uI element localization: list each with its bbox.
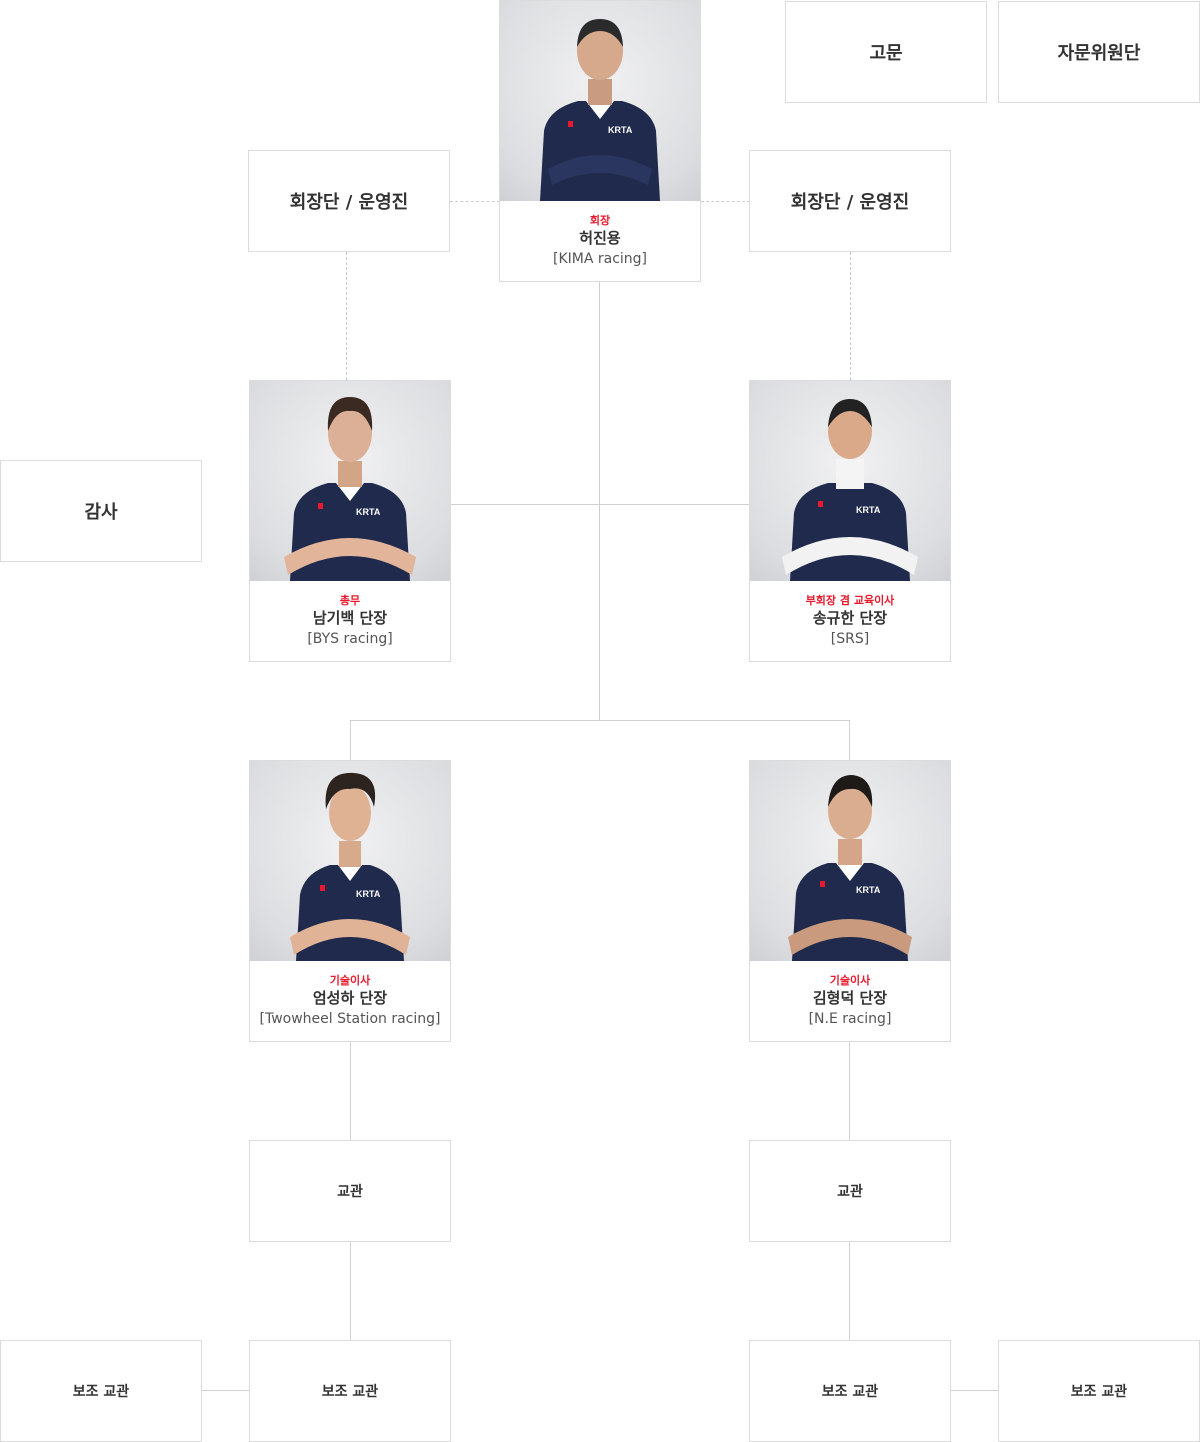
instructor-box-left: 교관: [249, 1140, 451, 1242]
assistant-instructor-box-inner-right: 보조 교관: [749, 1340, 951, 1442]
advisor-label: 고문: [869, 43, 903, 64]
advisory-committee-label: 자문위원단: [1057, 43, 1141, 64]
general-affairs-role: 총무: [339, 594, 361, 607]
svg-text:KRTA: KRTA: [856, 505, 881, 515]
vice-president-caption: 부회장 겸 교육이사 송규한 단장 [SRS]: [750, 581, 950, 661]
vice-president-name: 송규한 단장: [812, 609, 888, 627]
tech-director-right-photo: KRTA: [750, 761, 950, 961]
general-affairs-card: KRTA 총무 남기백 단장 [BYS racing]: [249, 380, 451, 662]
connector-tech-row: [350, 720, 850, 721]
executive-label-left: 회장단 / 운영진: [289, 192, 409, 213]
svg-text:KRTA: KRTA: [608, 125, 633, 135]
svg-text:KRTA: KRTA: [356, 507, 381, 517]
vice-president-role: 부회장 겸 교육이사: [805, 594, 895, 607]
person-photo-icon: KRTA: [782, 399, 918, 581]
vice-president-card: KRTA 부회장 겸 교육이사 송규한 단장 [SRS]: [749, 380, 951, 662]
tech-director-right-team: [N.E racing]: [808, 1011, 892, 1027]
connector-president-left-exec: [450, 201, 500, 202]
assistant-instructor-label: 보조 교관: [821, 1384, 879, 1400]
tech-director-left-team: [Twowheel Station racing]: [259, 1011, 441, 1027]
connector-tech-left-instructor: [350, 1042, 351, 1140]
general-affairs-caption: 총무 남기백 단장 [BYS racing]: [250, 581, 450, 661]
vice-president-photo: KRTA: [750, 381, 950, 581]
connector-middle-row: [451, 504, 749, 505]
connector-president-right-exec: [701, 201, 750, 202]
tech-director-left-name: 엄성하 단장: [312, 989, 388, 1007]
person-photo-icon: KRTA: [540, 19, 660, 201]
assistant-instructor-box-inner-left: 보조 교관: [249, 1340, 451, 1442]
president-name: 허진용: [579, 229, 621, 247]
assistant-instructor-box-outer-right: 보조 교관: [998, 1340, 1200, 1442]
assistant-instructor-label: 보조 교관: [321, 1384, 379, 1400]
tech-director-left-photo: KRTA: [250, 761, 450, 961]
president-card: KRTA 회장 허진용 [KIMA racing]: [499, 0, 701, 282]
president-role: 회장: [589, 214, 611, 227]
connector-president-trunk: [599, 282, 600, 721]
advisor-box: 고문: [785, 1, 987, 103]
executive-box-left: 회장단 / 운영진: [248, 150, 450, 252]
tech-director-left-caption: 기술이사 엄성하 단장 [Twowheel Station racing]: [250, 961, 450, 1041]
instructor-label-right: 교관: [837, 1184, 863, 1200]
tech-director-right-card: KRTA 기술이사 김형덕 단장 [N.E racing]: [749, 760, 951, 1042]
assistant-instructor-label: 보조 교관: [1070, 1384, 1128, 1400]
person-photo-icon: KRTA: [788, 775, 912, 961]
tech-director-right-name: 김형덕 단장: [812, 989, 888, 1007]
general-affairs-team: [BYS racing]: [307, 631, 393, 647]
auditor-label: 감사: [84, 502, 118, 523]
connector-instructor-left-assistant: [350, 1242, 351, 1340]
connector-assistants-left: [202, 1390, 249, 1391]
executive-label-right: 회장단 / 운영진: [790, 192, 910, 213]
assistant-instructor-label: 보조 교관: [72, 1384, 130, 1400]
connector-instructor-right-assistant: [849, 1242, 850, 1340]
connector-assistants-right: [951, 1390, 998, 1391]
advisory-committee-box: 자문위원단: [998, 1, 1200, 103]
svg-text:KRTA: KRTA: [356, 889, 381, 899]
connector-left-exec-general: [346, 252, 347, 380]
instructor-label-left: 교관: [337, 1184, 363, 1200]
executive-box-right: 회장단 / 운영진: [749, 150, 951, 252]
general-affairs-name: 남기백 단장: [312, 609, 388, 627]
person-photo-icon: KRTA: [284, 397, 416, 581]
svg-text:KRTA: KRTA: [856, 885, 881, 895]
connector-tech-right-drop: [849, 720, 850, 760]
president-caption: 회장 허진용 [KIMA racing]: [500, 201, 700, 281]
tech-director-right-caption: 기술이사 김형덕 단장 [N.E racing]: [750, 961, 950, 1041]
tech-director-left-card: KRTA 기술이사 엄성하 단장 [Twowheel Station racin…: [249, 760, 451, 1042]
connector-tech-left-drop: [350, 720, 351, 760]
auditor-box: 감사: [0, 460, 202, 562]
tech-director-right-role: 기술이사: [829, 974, 871, 987]
connector-tech-right-instructor: [849, 1042, 850, 1140]
vice-president-team: [SRS]: [830, 631, 870, 647]
instructor-box-right: 교관: [749, 1140, 951, 1242]
assistant-instructor-box-outer-left: 보조 교관: [0, 1340, 202, 1442]
president-photo: KRTA: [500, 1, 700, 201]
person-photo-icon: KRTA: [290, 772, 410, 961]
general-affairs-photo: KRTA: [250, 381, 450, 581]
president-team: [KIMA racing]: [552, 251, 648, 267]
connector-right-exec-vice: [850, 252, 851, 380]
tech-director-left-role: 기술이사: [329, 974, 371, 987]
